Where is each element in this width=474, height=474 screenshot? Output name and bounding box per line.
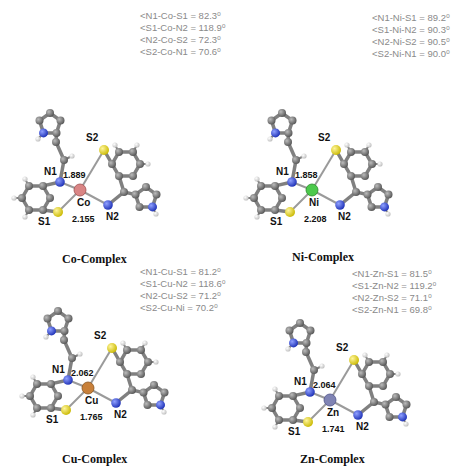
angle-text: <N2-Co-S2 = 72.3⁰: [140, 34, 221, 45]
metal-label: Zn: [327, 407, 339, 419]
angle-text: <S1-Cu-N2 = 118.6⁰: [140, 278, 226, 289]
atom-label: S1: [270, 216, 282, 228]
angle-text: <N2-Ni-S2 = 90.5⁰: [372, 36, 450, 47]
metal-label: Cu: [85, 395, 98, 407]
atom-label: N2: [106, 211, 119, 223]
angle-text: <S1-Ni-N2 = 90.3⁰: [372, 24, 450, 35]
metal-label: Co: [77, 197, 90, 209]
angle-text: <S1-Zn-N2 = 119.2⁰: [352, 280, 436, 291]
atom-label: N2: [356, 421, 369, 433]
angle-text: <N2-Cu-S2 = 71.2⁰: [140, 290, 221, 301]
bond-length: 2.062: [71, 368, 94, 379]
metal-label: Ni: [309, 197, 319, 209]
angle-text: <N1-Cu-S1 = 81.2⁰: [140, 266, 221, 277]
atom-label: S1: [288, 426, 300, 438]
angle-text: <N1-Co-S1 = 82.3⁰: [140, 10, 221, 21]
atom-label: N2: [338, 211, 351, 223]
angle-text: <S2-Zn-N1 = 69.8⁰: [352, 304, 432, 315]
angle-text: <N1-Zn-S1 = 81.5⁰: [352, 268, 432, 279]
bond-length: 1.741: [322, 424, 345, 435]
atom-label: S1: [46, 414, 58, 426]
angle-text: <N1-Ni-S1 = 89.2⁰: [372, 12, 450, 23]
complex-title: Co-Complex: [62, 252, 127, 266]
atom-label: S2: [318, 132, 330, 144]
atom-label: N1: [52, 364, 65, 376]
complex-title: Zn-Complex: [300, 452, 365, 466]
angle-text: <S2-Cu-Ni = 70.2⁰: [140, 302, 218, 313]
atom-label: S2: [336, 342, 348, 354]
atom-label: N1: [294, 376, 307, 388]
bond-length: 1.765: [80, 412, 103, 423]
atom-label: N1: [276, 166, 289, 178]
angle-text: <N2-Zn-S2 = 71.1⁰: [352, 292, 432, 303]
atom-label: S1: [38, 216, 50, 228]
bond-length: 2.208: [304, 214, 327, 225]
bond-length: 2.155: [72, 214, 95, 225]
complex-title: Ni-Complex: [292, 250, 354, 264]
angle-text: <S2-Ni-N1 = 90.0⁰: [372, 48, 450, 59]
bond-length: 1.889: [63, 170, 86, 181]
bond-length: 2.064: [313, 380, 336, 391]
complex-title: Cu-Complex: [62, 452, 127, 466]
angle-text: <S1-Co-N2 = 118.9⁰: [140, 22, 226, 33]
bond-length: 1.858: [295, 170, 318, 181]
atom-label: N1: [44, 166, 57, 178]
atom-label: N2: [114, 409, 127, 421]
atom-label: S2: [94, 330, 106, 342]
atom-label: S2: [86, 132, 98, 144]
angle-text: <S2-Co-N1 = 70.6⁰: [140, 46, 221, 57]
